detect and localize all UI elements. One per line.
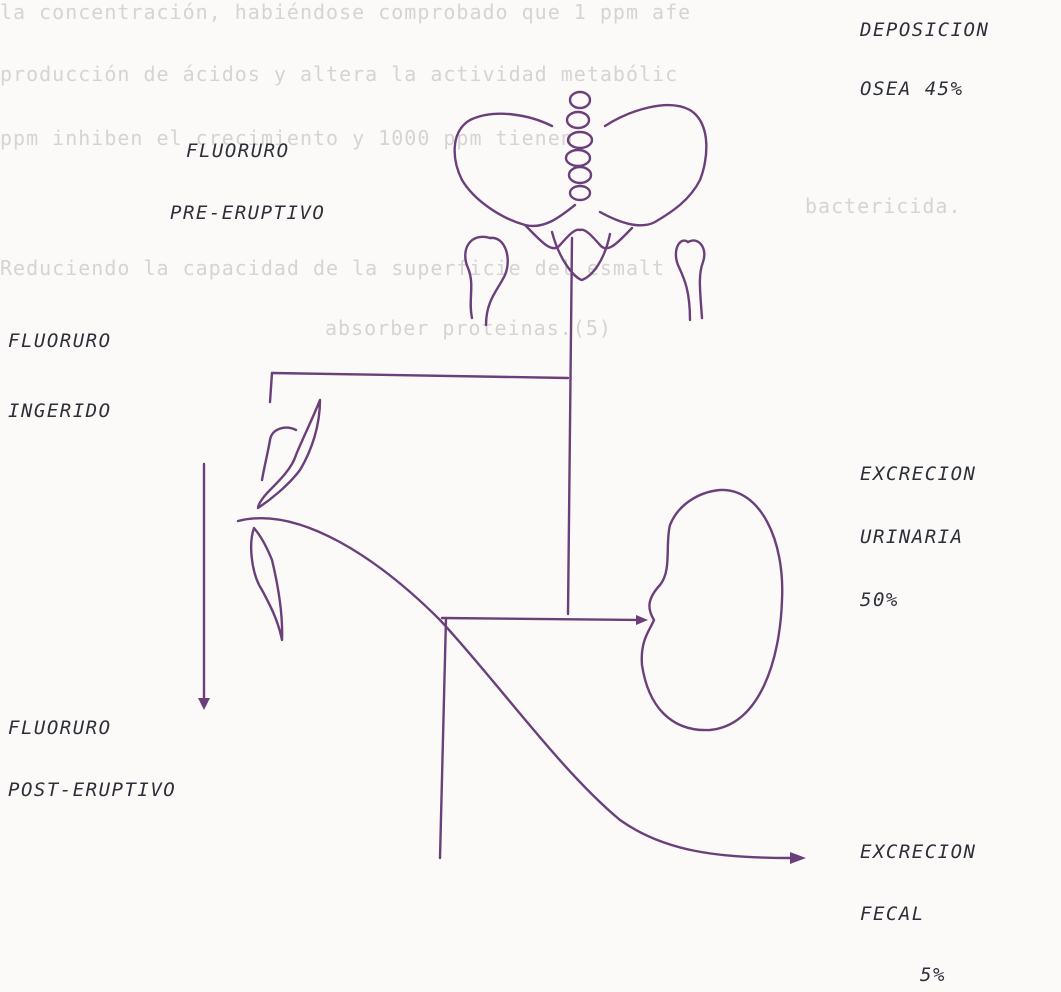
pelvis-bones-icon: [455, 92, 707, 325]
label-fluoruro-ingerido: FLUORURO: [8, 330, 112, 352]
label-ingerido: INGERIDO: [8, 400, 112, 422]
label-osea-45: OSEA 45%: [860, 78, 964, 100]
label-urinaria: URINARIA: [860, 526, 964, 548]
label-fecal: FECAL: [860, 903, 925, 925]
label-excrecion-fecal: EXCRECION: [860, 841, 976, 863]
label-excrecion-urinaria: EXCRECION: [860, 463, 976, 485]
label-5-percent: 5%: [920, 964, 946, 986]
kidney-icon: [642, 490, 783, 730]
label-pre-eruptivo: PRE-ERUPTIVO: [170, 202, 325, 224]
label-deposicion: DEPOSICION: [860, 19, 989, 41]
label-post-eruptivo: POST-ERUPTIVO: [8, 779, 176, 801]
label-fluoruro-pre: FLUORURO: [186, 140, 290, 162]
label-fluoruro-post: FLUORURO: [8, 717, 112, 739]
label-50-percent: 50%: [860, 589, 899, 611]
